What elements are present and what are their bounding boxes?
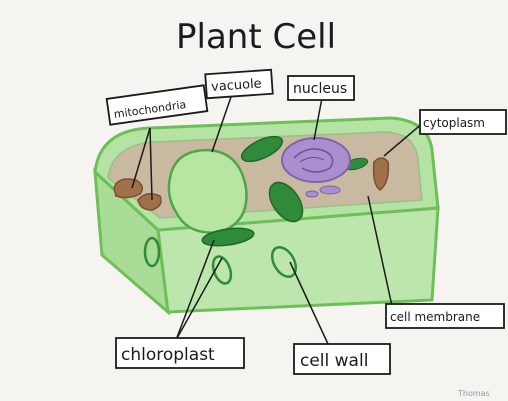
label-cell-membrane-text: cell membrane <box>390 310 480 324</box>
label-cell-wall-text: cell wall <box>300 351 368 371</box>
label-cytoplasm-text: cytoplasm <box>423 116 485 130</box>
label-vacuole: vacuole <box>205 70 273 99</box>
label-cytoplasm: cytoplasm <box>420 110 506 134</box>
vacuole-shape <box>169 150 247 233</box>
signature: Thomas <box>457 389 490 398</box>
diagram-title: Plant Cell <box>176 17 336 57</box>
nucleus-blob <box>306 191 318 197</box>
label-nucleus-text: nucleus <box>293 81 347 97</box>
label-cell-wall: cell wall <box>294 344 390 374</box>
label-nucleus: nucleus <box>288 76 354 100</box>
label-chloroplast: chloroplast <box>116 338 244 368</box>
mitochondria-shape <box>114 179 142 198</box>
nucleus-shape <box>282 138 350 182</box>
label-cell-membrane: cell membrane <box>386 304 504 328</box>
mitochondria-shape <box>138 194 161 210</box>
nucleus-blob <box>320 186 340 194</box>
label-chloroplast-text: chloroplast <box>121 345 215 365</box>
